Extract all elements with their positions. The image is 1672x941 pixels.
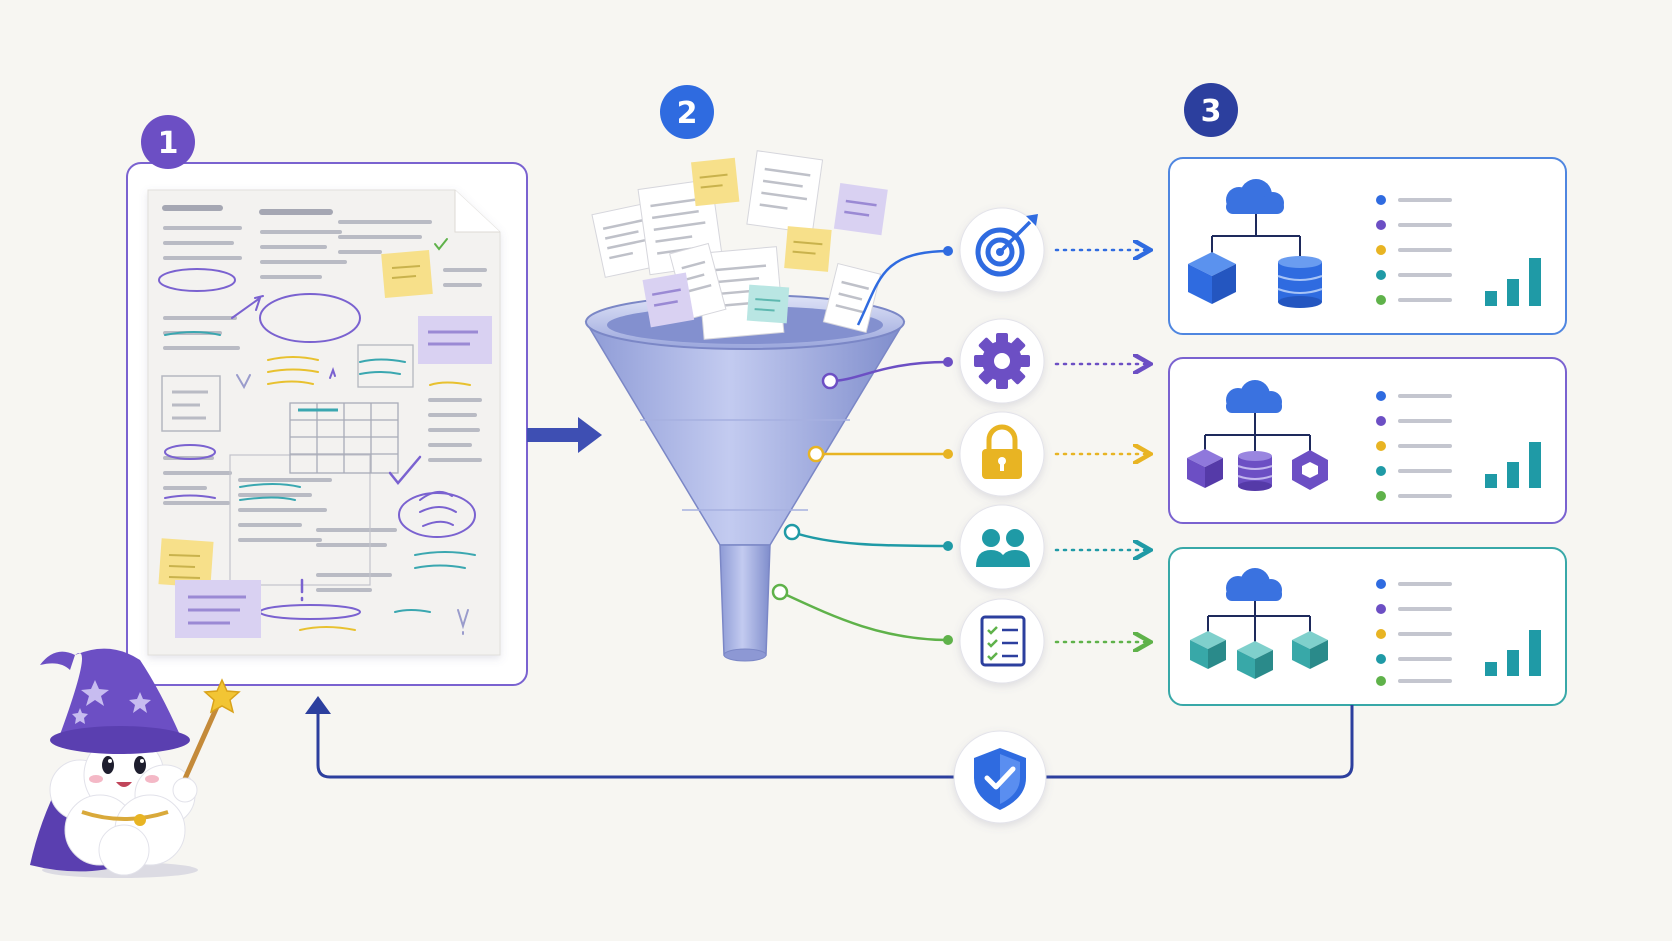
cloud-icon [1226, 179, 1284, 214]
funnel-connectors [771, 246, 953, 645]
target-icon [959, 207, 1045, 293]
dotted-arrows [1054, 250, 1148, 642]
cloud-icon [1226, 380, 1282, 413]
bar-chart-icon [1485, 258, 1541, 306]
output-card-1 [1168, 157, 1567, 335]
svg-text:2: 2 [677, 96, 698, 131]
incoming-documents [591, 150, 888, 340]
sticky-notes [158, 249, 492, 638]
output-card-3 [1168, 547, 1567, 706]
step-2-badge: 2 [660, 85, 714, 139]
arrow-to-funnel [527, 417, 602, 453]
svg-text:1: 1 [158, 126, 179, 161]
checklist-icon [959, 598, 1045, 684]
step-1-badge: 1 [141, 115, 195, 169]
cube-icon [1188, 252, 1236, 304]
gear-icon [959, 318, 1045, 404]
svg-text:3: 3 [1201, 94, 1222, 129]
hexagon-icon [1292, 450, 1328, 490]
database-icon [1237, 451, 1273, 491]
feedback-loop [305, 696, 1354, 779]
database-icon [1277, 256, 1323, 308]
shield-check-icon [953, 730, 1047, 824]
cube-icons [1190, 631, 1328, 679]
step-3-badge: 3 [1184, 83, 1238, 137]
output-card-2 [1168, 357, 1567, 524]
cube-icon [1187, 449, 1223, 488]
lock-icon [959, 411, 1045, 497]
source-document-panel [126, 162, 528, 686]
funnel [584, 294, 906, 662]
users-icon [959, 504, 1045, 590]
bar-chart-icon [1485, 630, 1541, 676]
bar-chart-icon [1485, 442, 1541, 488]
wizard-cloud-mascot [30, 648, 241, 878]
cloud-icon [1226, 568, 1282, 601]
